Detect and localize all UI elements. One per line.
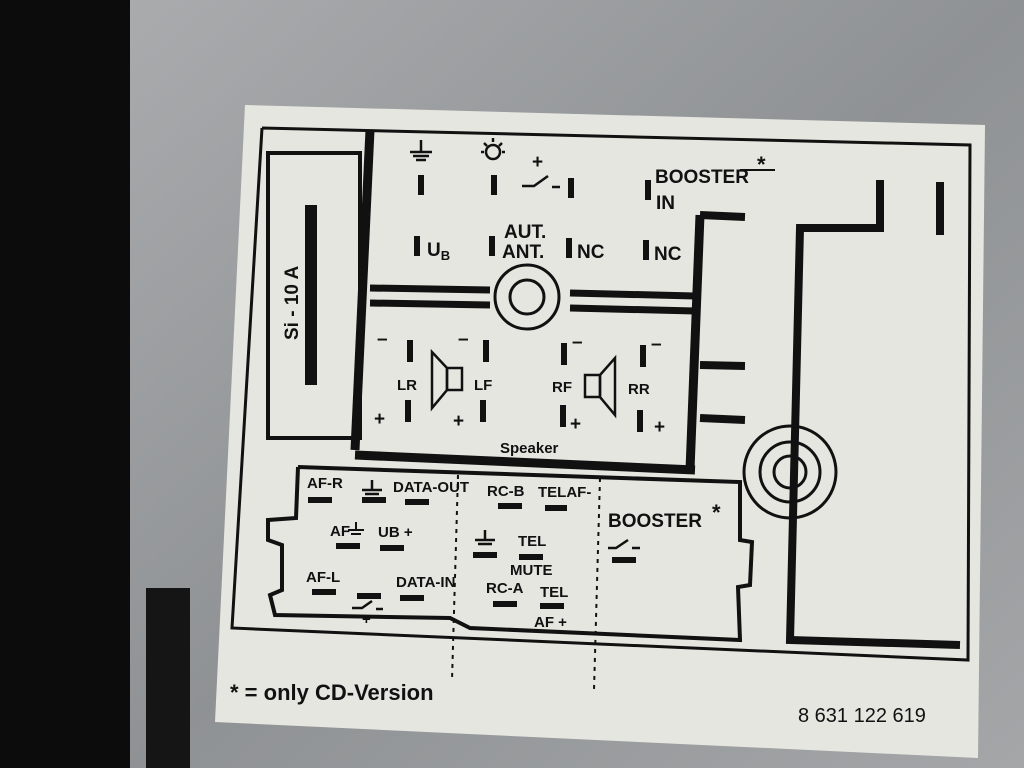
- ant-label: ANT.: [502, 242, 544, 263]
- ub-label: UB: [427, 240, 450, 263]
- data-in-label: DATA-IN: [396, 574, 455, 591]
- ground-icon-mute: [475, 530, 495, 546]
- plus-rr: +: [654, 417, 665, 438]
- plus-rf: +: [570, 414, 581, 435]
- mute-label: MUTE: [510, 562, 553, 579]
- switch-plus: +: [532, 152, 543, 173]
- footnote: * = only CD-Version: [230, 680, 434, 705]
- minus-lf: –: [458, 329, 469, 350]
- af-ground-label: AF: [330, 523, 350, 540]
- booster-bottom-asterisk: *: [712, 500, 721, 525]
- fuse-rating: Si - 10 A: [282, 265, 303, 340]
- speaker-rr-label: RR: [628, 381, 650, 398]
- rc-a-label: RC-A: [486, 580, 524, 597]
- tel-af-minus-label: TELAF-: [538, 484, 591, 501]
- switch-plus-bottom: +: [362, 611, 371, 628]
- rc-b-label: RC-B: [487, 483, 525, 500]
- minus-rr: –: [651, 334, 662, 355]
- nc-label-1: NC: [577, 242, 605, 263]
- switch-icon: [522, 174, 560, 189]
- af-r-label: AF-R: [307, 475, 343, 492]
- minus-rf: –: [572, 332, 583, 353]
- diagram-lines: [230, 126, 972, 691]
- ground-icon-bottom: [362, 480, 382, 496]
- af-ground-icon: [348, 522, 364, 535]
- switch-icon-bottom: [352, 599, 383, 611]
- label-sticker: [215, 105, 985, 758]
- speaker-title: Speaker: [500, 440, 559, 457]
- housing-slot: [146, 588, 190, 768]
- pin-marks: [308, 175, 651, 609]
- af-l-label: AF-L: [306, 569, 340, 586]
- in-label: IN: [656, 193, 675, 214]
- ub-plus-label: UB +: [378, 524, 413, 541]
- ub-subscript: B: [441, 248, 450, 263]
- speaker-rf-label: RF: [552, 379, 572, 396]
- tel-label-1: TEL: [518, 533, 546, 550]
- speaker-lr-label: LR: [397, 377, 417, 394]
- booster-bottom-label: BOOSTER: [608, 511, 702, 532]
- speaker-left-icon: [430, 348, 464, 412]
- data-out-label: DATA-OUT: [393, 479, 469, 496]
- tel-label-2: TEL: [540, 584, 568, 601]
- plus-lf: +: [453, 411, 464, 432]
- af-plus-label: AF +: [534, 614, 567, 631]
- ub-text: U: [427, 240, 441, 261]
- aut-label: AUT.: [504, 222, 546, 243]
- nc-label-2: NC: [654, 244, 682, 265]
- minus-lr: –: [377, 329, 388, 350]
- plus-lr: +: [374, 409, 385, 430]
- speaker-lf-label: LF: [474, 377, 492, 394]
- speaker-right-icon: [583, 354, 617, 419]
- booster-in-label: BOOSTER: [655, 167, 749, 188]
- ground-icon: [410, 140, 432, 162]
- booster-asterisk: *: [757, 152, 766, 177]
- part-number: 8 631 122 619: [798, 705, 926, 727]
- illumination-icon: [481, 138, 505, 161]
- switch-icon-booster: [608, 538, 640, 550]
